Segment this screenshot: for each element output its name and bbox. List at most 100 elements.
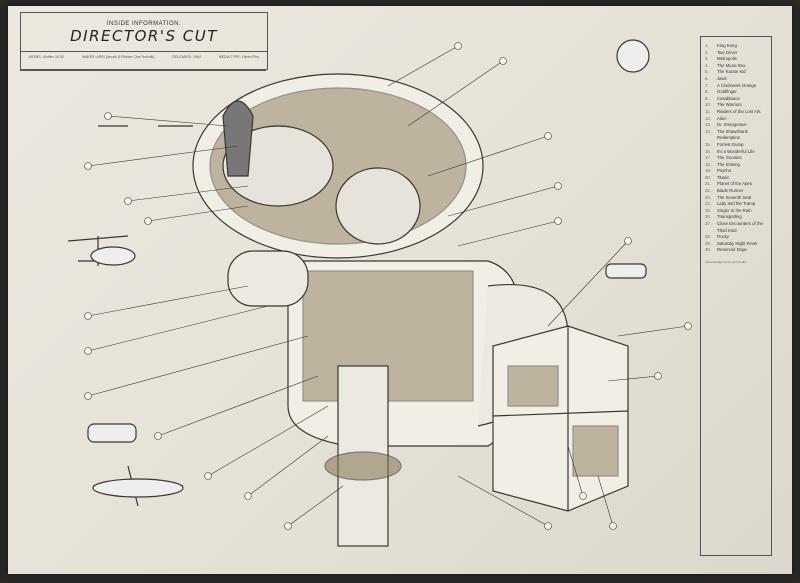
legend-title: Blade Runner <box>717 188 744 194</box>
legend-title: King Kong <box>717 43 737 48</box>
legend-number: 25. <box>705 207 711 213</box>
legend-number: 28. <box>705 234 711 240</box>
film-legend: 1. King Kong 2. Taxi Driver 3. Metropolis 4. Th… <box>700 36 772 556</box>
car-right <box>605 263 647 279</box>
legend-title: Raiders of the Lost Ark <box>717 108 761 114</box>
legend-item: 21. Planet of the Apes <box>705 181 769 188</box>
meta-media: MEDIA TYPE: 16mm Film <box>218 55 259 59</box>
legend-number: 29. <box>705 240 711 246</box>
legend-item: 2. Taxi Driver <box>705 50 769 57</box>
legend-item: 30. Reservoir Dogs <box>705 247 769 254</box>
legend-title: Singin' in the Rain <box>717 207 752 213</box>
legend-item: 17. The Goonies <box>705 155 769 162</box>
legend-title: The Karate Kid <box>717 69 746 75</box>
legend-item: 14. The Shawshank Redemption <box>705 129 769 142</box>
legend-item: 9. Casablanca <box>705 96 769 103</box>
legend-title: Planet of the Apes <box>717 181 752 187</box>
legend-number: 12. <box>705 115 711 121</box>
legend-item: 28. Rocky <box>705 234 769 241</box>
legend-number: 20. <box>705 174 711 180</box>
legend-title: The Seventh Seal <box>717 194 752 200</box>
meta-model: MODEL: Arriflex 16 S/I <box>29 55 65 59</box>
legend-title: A Clockwork Orange <box>717 82 757 88</box>
legend-item: 15.Forrest Gump <box>705 142 769 149</box>
legend-item: 10.The Warriors <box>705 102 769 109</box>
legend-number: 24. <box>705 201 711 207</box>
legend-item: 27. Close Encounters of the Third Kind <box>705 221 769 234</box>
legend-item: 13. Dr. Strangelove <box>705 122 769 129</box>
legend-title: Reservoir Dogs <box>717 247 747 253</box>
legend-title: Saturday Night Fever <box>717 240 758 246</box>
legend-title: The Music Box <box>717 62 746 68</box>
legend-item: 7. A Clockwork Orange <box>705 83 769 90</box>
house-cutaway <box>492 325 629 512</box>
legend-title: Titanic <box>717 174 730 180</box>
legend-number: 9. <box>705 95 709 101</box>
legend-title: Lady and the Tramp <box>717 201 756 207</box>
legend-title: Psycho <box>717 168 732 174</box>
subtitle: INSIDE INFORMATION: <box>106 21 182 27</box>
legend-number: 1. <box>705 43 709 48</box>
legend-number: 13. <box>705 122 711 128</box>
legend-item: 26.Trainspotting <box>705 214 769 221</box>
legend-title: Taxi Driver <box>717 49 738 55</box>
legend-number: 6. <box>705 75 709 81</box>
legend-number: 23. <box>705 194 711 200</box>
legend-title: Alien <box>717 115 727 121</box>
callouts <box>84 42 692 530</box>
legend-item: 24. Lady and the Tramp <box>705 201 769 208</box>
legend-number: 2. <box>705 49 709 55</box>
moon <box>616 39 650 73</box>
legend-number: 4. <box>705 62 709 68</box>
legend-item: 3. Metropolis <box>705 56 769 63</box>
legend-title: Jaws <box>717 75 727 81</box>
meta-released: RELEASED: 1964 <box>172 55 201 59</box>
legend-item: 6. Jaws <box>705 76 769 83</box>
legend-number: 5. <box>705 69 709 75</box>
legend-number: 3. <box>705 56 709 62</box>
legend-item: 5. The Karate Kid <box>705 69 769 76</box>
legend-item: 29. Saturday Night Fever <box>705 241 769 248</box>
legend-number: 30. <box>705 247 711 253</box>
legend-title: Metropolis <box>717 56 737 62</box>
legend-item: 16. It's a Wonderful Life <box>705 149 769 156</box>
legend-number: 27. <box>705 221 711 227</box>
legend-note: Acknowledgements and credits <box>705 260 747 264</box>
legend-title: The Shawshank Redemption <box>716 128 748 141</box>
legend-item: 25. Singin' in the Rain <box>705 208 769 215</box>
legend-title: The Goonies <box>717 155 742 161</box>
legend-title: Dr. Strangelove <box>717 122 747 128</box>
legend-number: 10. <box>705 102 711 108</box>
camera-illustration <box>67 39 692 547</box>
title-block: INSIDE INFORMATION: DIRECTOR'S CUT MODEL… <box>20 12 268 70</box>
legend-number: 17. <box>705 155 711 161</box>
legend-number: 15. <box>705 141 711 147</box>
legend-title: Rocky <box>717 234 729 240</box>
poster: INSIDE INFORMATION: DIRECTOR'S CUT MODEL… <box>8 6 792 574</box>
legend-number: 16. <box>705 148 711 154</box>
legend-title: It's a Wonderful Life <box>717 148 755 154</box>
legend-number: 26. <box>705 214 711 220</box>
legend-number: 7. <box>705 82 709 88</box>
legend-item: 11.Raiders of the Lost Ark <box>705 109 769 116</box>
legend-number: 22. <box>705 188 711 194</box>
legend-number: 18. <box>705 161 711 167</box>
legend-title: Close Encounters of the Third Kind <box>716 221 763 233</box>
legend-item: 8. Goldfinger <box>705 89 769 96</box>
poster-title: DIRECTOR'S CUT <box>70 27 218 45</box>
legend-item: 20. Titanic <box>705 175 769 182</box>
king-kong <box>222 100 254 177</box>
legend-title: Goldfinger <box>717 89 737 95</box>
car <box>87 423 137 443</box>
legend-item: 23. The Seventh Seal <box>705 195 769 202</box>
legend-number: 14. <box>705 128 711 134</box>
legend-number: 8. <box>705 89 709 95</box>
legend-item: 19.Psycho <box>705 168 769 175</box>
legend-item: 1. King Kong <box>705 43 769 50</box>
legend-title: The Shining <box>717 161 740 167</box>
lens <box>227 250 309 307</box>
legend-number: 21. <box>705 181 711 187</box>
legend-title: Casablanca <box>717 95 740 101</box>
legend-item: 4. The Music Box <box>705 63 769 70</box>
legend-item: 12. Alien <box>705 116 769 123</box>
